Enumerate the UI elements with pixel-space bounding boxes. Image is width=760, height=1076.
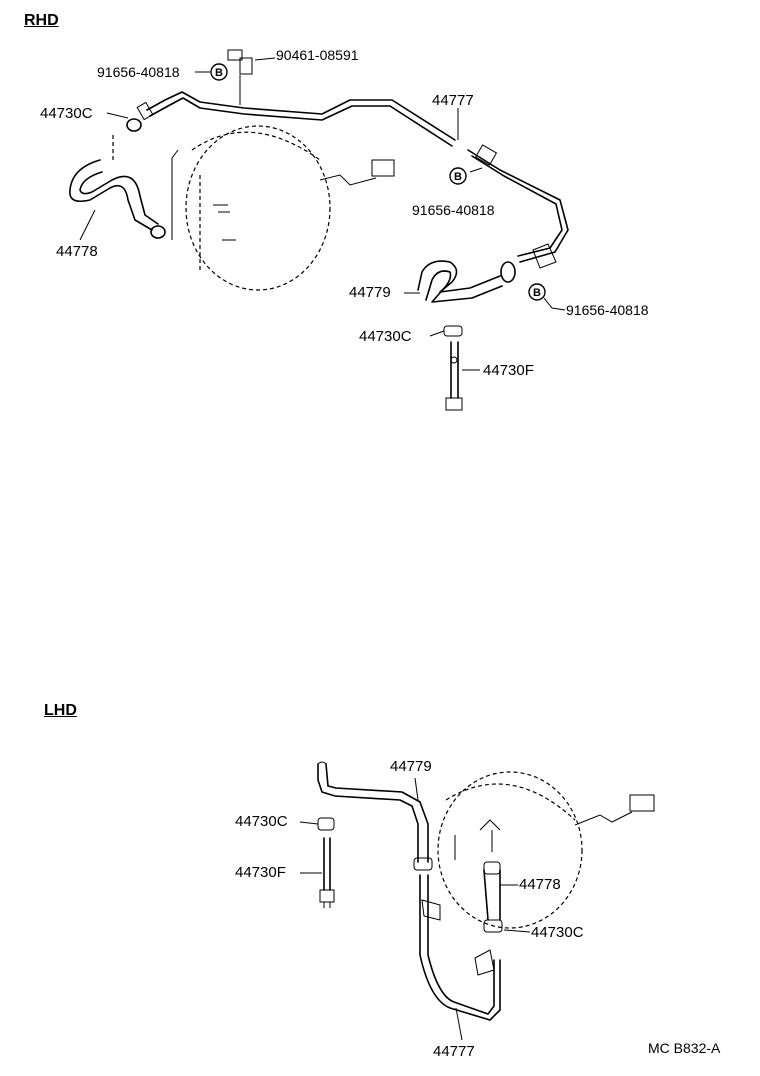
rhd-diagram: B B B: [69, 49, 569, 411]
bolt-marker-label: B: [454, 171, 462, 183]
rhd-label-44730f: 44730F: [483, 362, 534, 379]
lhd-label-44777: 44777: [433, 1043, 475, 1060]
rhd-bolt-marker-right: B: [528, 283, 546, 301]
lhd-hose-44778: [483, 861, 503, 933]
lhd-check-valve-assembly: [317, 817, 335, 908]
lhd-label-44730f: 44730F: [235, 864, 286, 881]
diagram-code: MC B832-A: [648, 1040, 721, 1056]
lhd-label-44730c-left: 44730C: [235, 813, 288, 830]
lhd-label-44778: 44778: [519, 876, 561, 893]
rhd-hose-44779: [417, 260, 516, 303]
lhd-diagram: [299, 761, 655, 1041]
rhd-label-44777: 44777: [432, 92, 474, 109]
rhd-label-44778: 44778: [56, 243, 98, 260]
rhd-connector-90461: [227, 49, 253, 105]
rhd-bolt-marker-mid: B: [449, 167, 467, 185]
lhd-hose-44779: [317, 761, 433, 871]
rhd-vacuum-pipe-44777: [136, 91, 569, 269]
rhd-hose-44778: [69, 135, 159, 231]
rhd-section-title: RHD: [24, 12, 59, 29]
rhd-clamp-44730c-top: [126, 118, 166, 239]
rhd-brake-booster: [171, 125, 395, 291]
lhd-section-title: LHD: [44, 702, 77, 719]
lhd-brake-booster: [437, 771, 655, 929]
rhd-label-91656-40818-mid: 91656-40818: [412, 202, 495, 218]
rhd-label-90461-08591: 90461-08591: [276, 47, 359, 63]
bolt-marker-label: B: [215, 67, 223, 79]
rhd-label-44730c-top: 44730C: [40, 105, 93, 122]
bolt-marker-label: B: [533, 287, 541, 299]
lhd-label-44779: 44779: [390, 758, 432, 775]
rhd-label-91656-40818-top: 91656-40818: [97, 64, 180, 80]
rhd-check-valve-assembly: [443, 325, 463, 411]
lhd-leader-lines: [299, 777, 531, 1041]
rhd-bolt-marker-top: B: [210, 63, 228, 81]
rhd-label-44779: 44779: [349, 284, 391, 301]
rhd-leader-lines: [79, 57, 566, 371]
lhd-vacuum-pipe-44777: [419, 874, 501, 1021]
lhd-label-44730c-right: 44730C: [531, 924, 584, 941]
rhd-label-44730c-bottom: 44730C: [359, 328, 412, 345]
rhd-label-91656-40818-right: 91656-40818: [566, 302, 649, 318]
